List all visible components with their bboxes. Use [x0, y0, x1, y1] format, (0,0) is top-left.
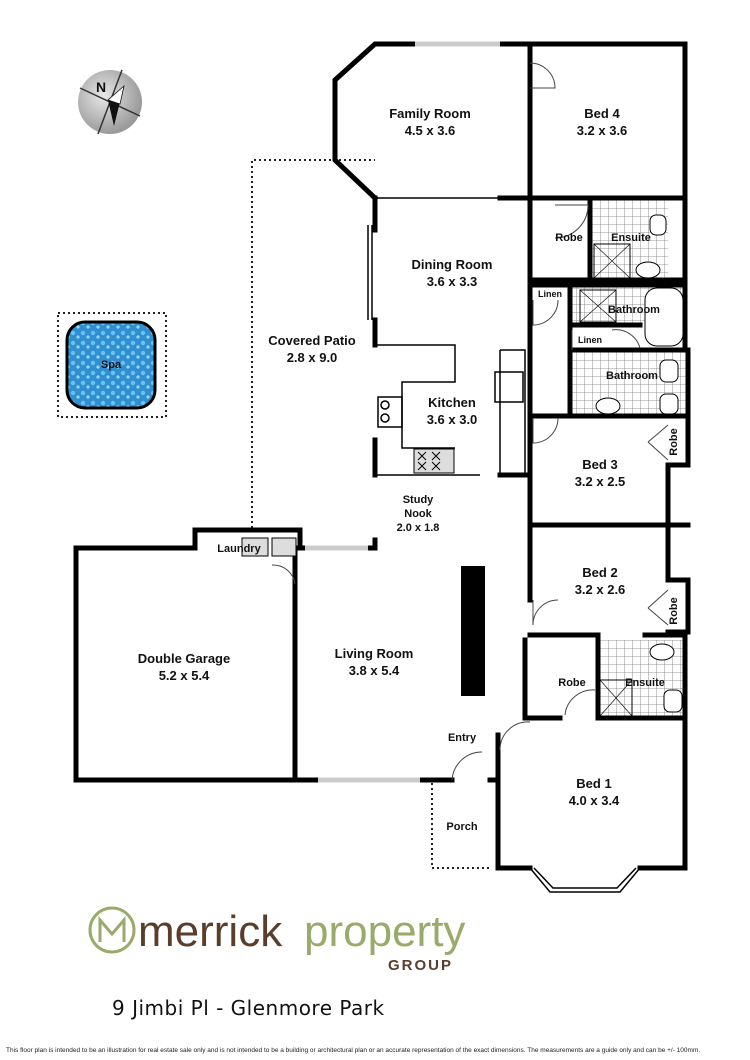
room-name-ensuite-bed4: Ensuite — [611, 232, 651, 244]
room-name-bed1: Bed 1 — [576, 776, 611, 791]
room-name-covered-patio: Covered Patio — [268, 333, 355, 348]
room-name-robe-bed3: Robe — [668, 428, 680, 456]
room-name-bathroom1: Bathroom — [608, 304, 660, 316]
room-name-study-nook: Nook — [404, 508, 432, 520]
room-dim-dining: 3.6 x 3.3 — [427, 274, 478, 289]
logo-text-group: GROUP — [388, 957, 453, 974]
merrick-logo: merrick property GROUP — [88, 906, 465, 974]
room-name-study: Study — [403, 494, 434, 506]
room-name-ensuite-bed1: Ensuite — [625, 677, 665, 689]
room-name-family: Family Room — [389, 106, 471, 121]
room-name-kitchen: Kitchen — [428, 395, 476, 410]
disclaimer: This floor plan is intended to be an ill… — [6, 1047, 701, 1054]
logo-mark-icon — [88, 906, 136, 954]
spa-deck — [57, 312, 167, 418]
room-name-bed2: Bed 2 — [582, 565, 617, 580]
room-name-bathroom2: Bathroom — [606, 370, 658, 382]
room-name-entry: Entry — [448, 732, 477, 744]
room-name-bed3: Bed 3 — [582, 457, 617, 472]
property-address: 9 Jimbi Pl - Glenmore Park — [112, 996, 385, 1020]
room-dim-living: 3.8 x 5.4 — [349, 663, 400, 678]
room-name-linen1: Linen — [538, 289, 562, 299]
compass: N — [78, 69, 142, 135]
room-name-dining: Dining Room — [412, 257, 493, 272]
spa-pool — [65, 320, 157, 410]
logo-text-property: property — [304, 907, 465, 956]
room-dim-bed4: 3.2 x 3.6 — [577, 123, 628, 138]
porch-outline — [431, 783, 492, 869]
room-dim-family: 4.5 x 3.6 — [405, 123, 456, 138]
room-name-porch: Porch — [446, 821, 477, 833]
internal-lines — [241, 197, 684, 717]
compass-needle-icon — [107, 84, 125, 105]
room-name-garage: Double Garage — [138, 651, 230, 666]
logo-mark-icon — [98, 915, 126, 942]
room-dim-covered-patio: 2.8 x 9.0 — [287, 350, 338, 365]
spa: Spa — [57, 312, 167, 418]
room-name-robe-bed2: Robe — [668, 597, 680, 625]
room-dim-bed1: 4.0 x 3.4 — [569, 793, 620, 808]
room-name-linen2: Linen — [578, 335, 602, 345]
doors — [271, 62, 669, 781]
logo-text-merrick: merrick — [138, 907, 283, 956]
feature-wall — [461, 566, 485, 696]
room-name-living: Living Room — [335, 646, 414, 661]
room-labels: Family Room 4.5 x 3.6 Bed 4 3.2 x 3.6 Ro… — [138, 106, 680, 833]
compass-north-label: N — [96, 79, 106, 95]
room-dim-bed3: 3.2 x 2.5 — [575, 474, 626, 489]
room-name-bed4: Bed 4 — [584, 106, 620, 121]
room-name-robe-bed1: Robe — [558, 677, 586, 689]
room-name-robe-bed4: Robe — [555, 232, 583, 244]
walls — [73, 41, 691, 893]
room-name-laundry: Laundry — [217, 543, 261, 555]
room-dim-study: 2.0 x 1.8 — [397, 522, 440, 534]
room-dim-kitchen: 3.6 x 3.0 — [427, 412, 478, 427]
room-dim-bed2: 3.2 x 2.6 — [575, 582, 626, 597]
spa-label: Spa — [101, 359, 122, 371]
room-dim-garage: 5.2 x 5.4 — [159, 668, 210, 683]
